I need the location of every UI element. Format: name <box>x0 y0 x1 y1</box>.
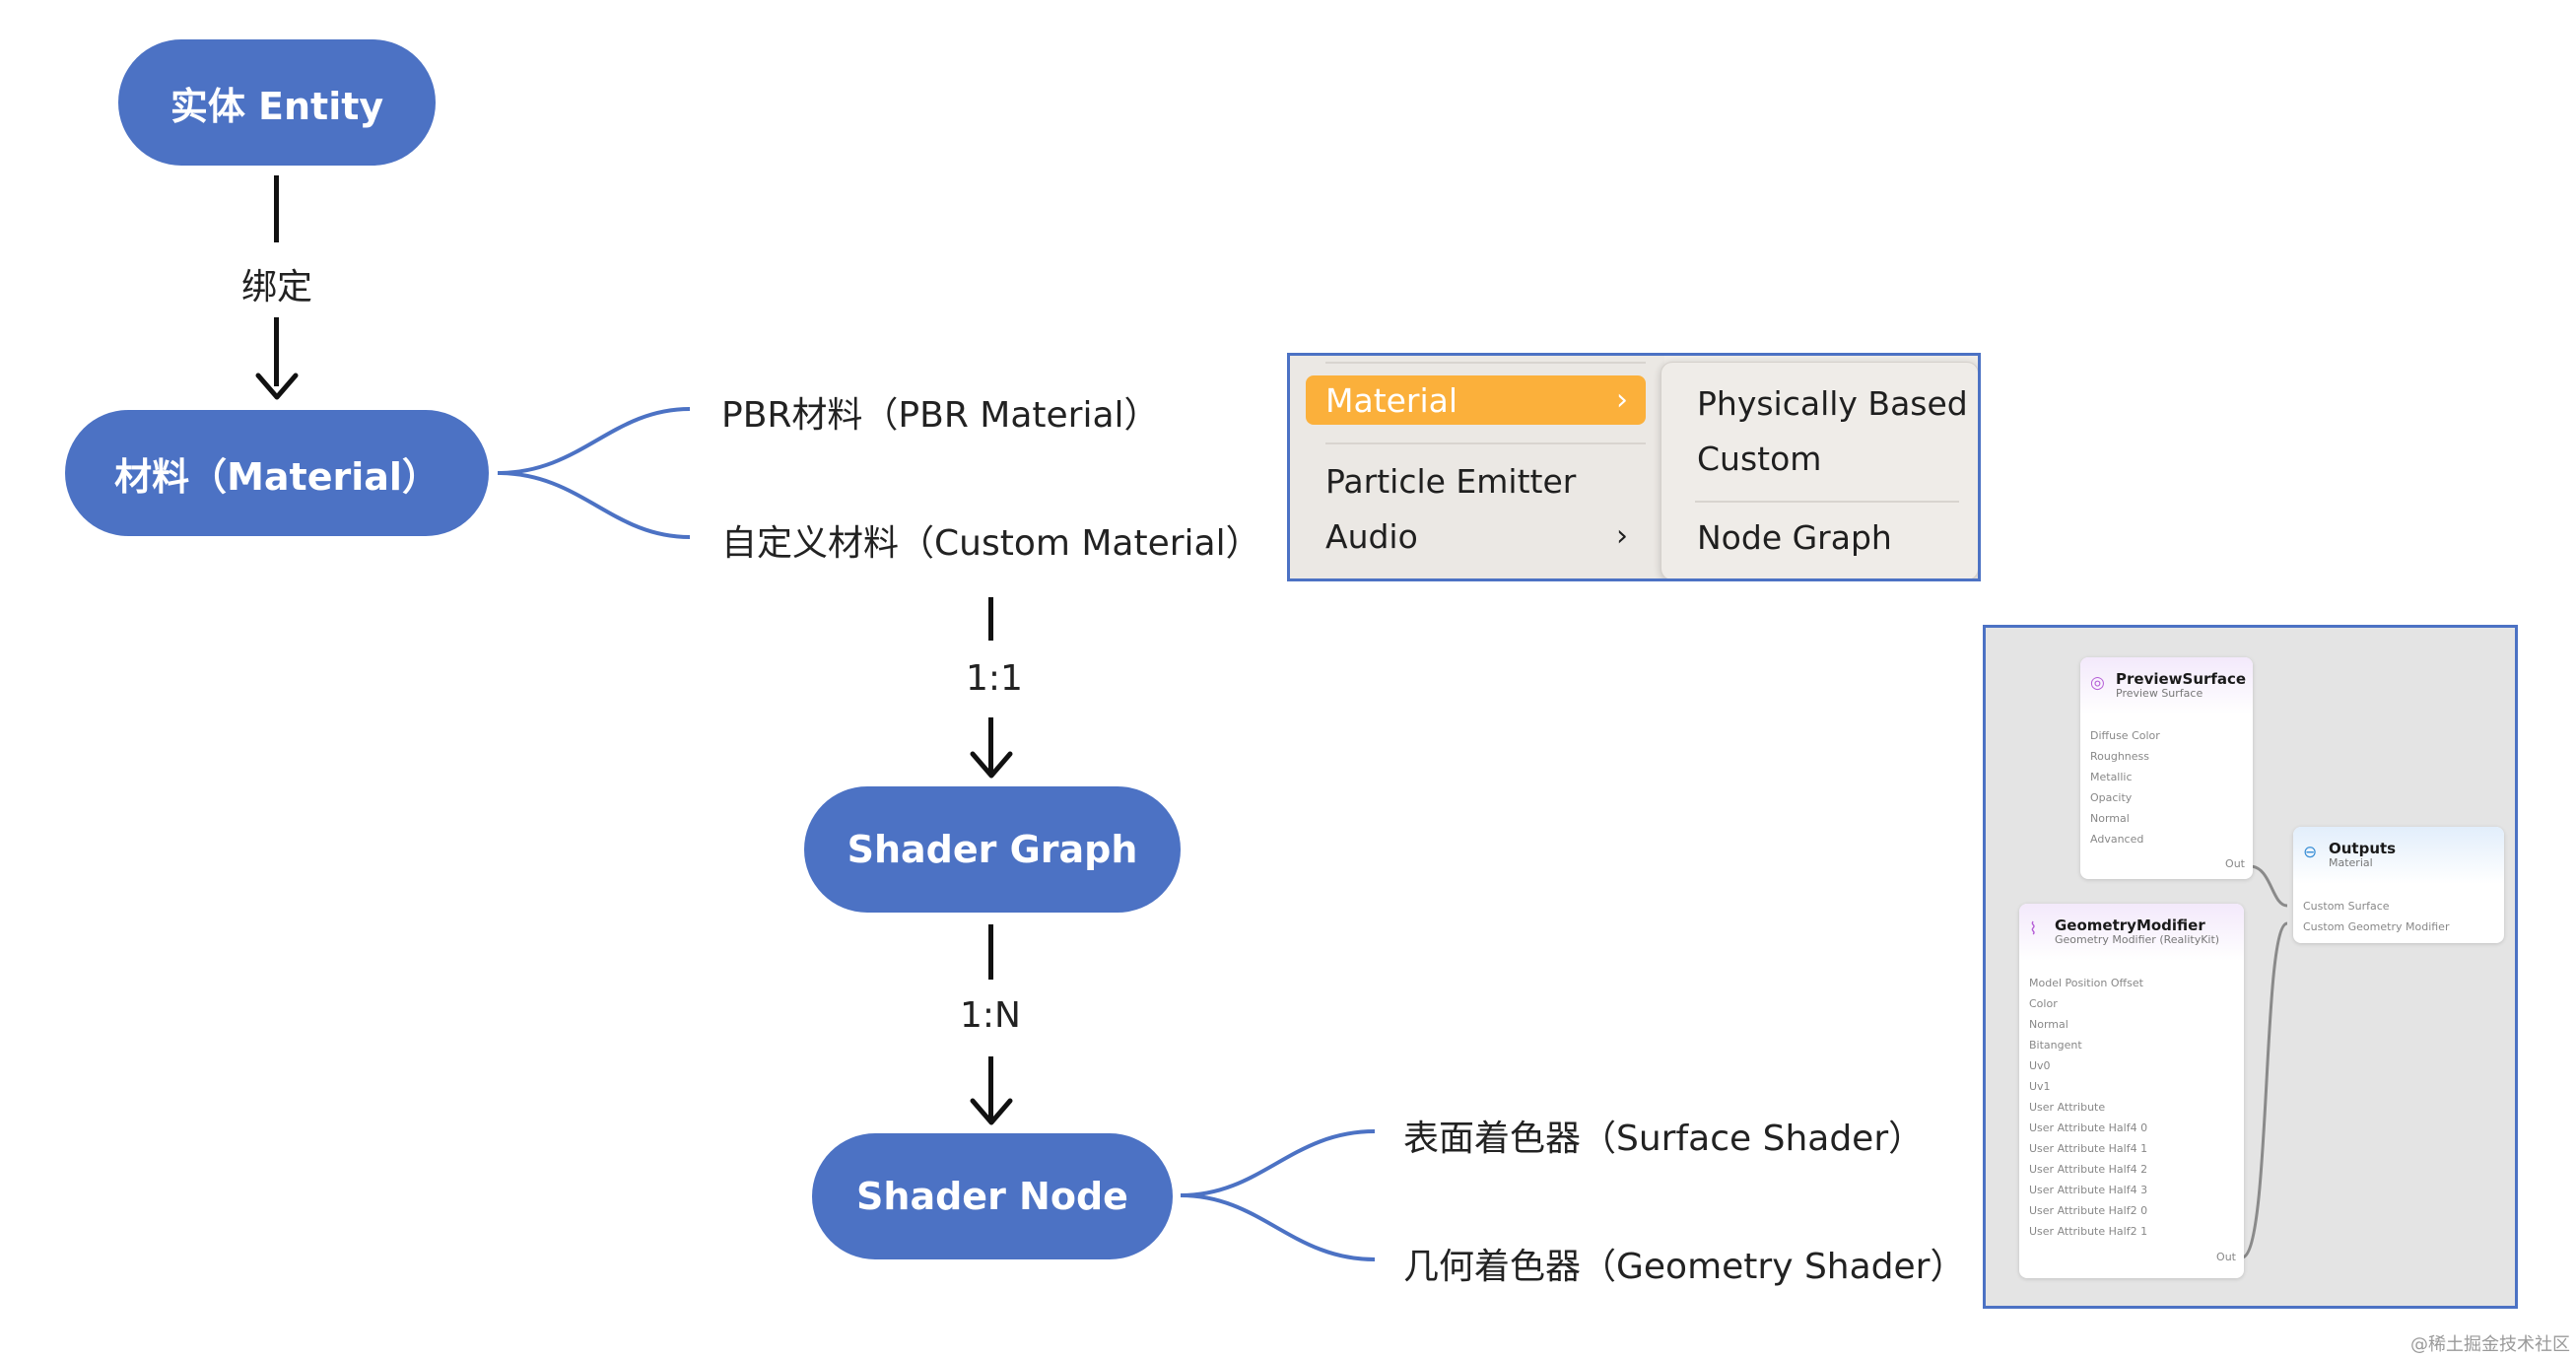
output-port[interactable]: Out <box>2216 1251 2236 1263</box>
node-subtitle: Geometry Modifier (RealityKit) <box>2055 933 2220 946</box>
edge-line <box>988 597 993 641</box>
edge-line <box>988 1056 993 1121</box>
input-port[interactable]: Opacity <box>2090 791 2133 804</box>
menu-item-label: Material <box>1325 380 1458 420</box>
edge-line <box>274 317 279 386</box>
menu-item-label: Audio <box>1325 516 1418 556</box>
connector-pbr <box>497 407 691 475</box>
outputs-node[interactable]: ⊖ Outputs Material Custom Surface Custom… <box>2293 827 2504 943</box>
node-header <box>2293 827 2504 884</box>
preview-surface-node[interactable]: ◎ PreviewSurface Preview Surface Diffuse… <box>2080 657 2253 879</box>
material-context-menu: Material › Particle Emitter Audio › Phys… <box>1287 353 1981 581</box>
watermark: @稀土掘金技术社区 <box>2410 1334 2570 1355</box>
menu-item-material[interactable]: Material › <box>1306 375 1646 425</box>
edge-line <box>988 924 993 980</box>
input-port[interactable]: User Attribute Half2 0 <box>2029 1204 2148 1217</box>
wire-preview-to-outputs <box>2249 864 2288 908</box>
node-title: PreviewSurface <box>2116 670 2247 688</box>
connector-surface <box>1180 1129 1376 1197</box>
input-port[interactable]: Color <box>2029 997 2058 1010</box>
material-submenu: Physically Based Custom Node Graph <box>1661 362 1978 578</box>
input-port[interactable]: Custom Geometry Modifier <box>2303 920 2450 933</box>
menu-main-panel: Material › Particle Emitter Audio › <box>1290 356 1664 578</box>
input-port[interactable]: Model Position Offset <box>2029 977 2143 989</box>
wire-geometry-to-outputs <box>2241 921 2288 1259</box>
menu-divider <box>1325 442 1646 444</box>
node-graph-panel: ◎ PreviewSurface Preview Surface Diffuse… <box>1983 625 2518 1309</box>
arrow-down-icon <box>970 1098 1013 1125</box>
arrow-down-icon <box>970 751 1013 779</box>
sphere-icon: ◎ <box>2090 673 2105 693</box>
chevron-right-icon: › <box>1616 518 1628 554</box>
input-port[interactable]: User Attribute <box>2029 1101 2106 1114</box>
geometry-modifier-node[interactable]: ⌇ GeometryModifier Geometry Modifier (Re… <box>2019 904 2244 1278</box>
node-header <box>2080 657 2253 714</box>
edge-label-bind: 绑定 <box>241 267 313 307</box>
edge-label-1-n: 1:N <box>960 995 1021 1036</box>
input-port[interactable]: Uv0 <box>2029 1059 2051 1072</box>
menu-divider <box>1695 501 1959 503</box>
input-port[interactable]: Bitangent <box>2029 1039 2082 1052</box>
input-port[interactable]: Custom Surface <box>2303 900 2390 913</box>
geometry-icon: ⌇ <box>2029 919 2038 939</box>
input-port[interactable]: User Attribute Half4 2 <box>2029 1163 2148 1176</box>
entity-node: 实体 Entity <box>118 39 436 166</box>
surface-shader-label: 表面着色器（Surface Shader） <box>1403 1119 1925 1159</box>
output-port[interactable]: Out <box>2225 857 2245 870</box>
graph-wires <box>2241 864 2288 1259</box>
menu-item-label: Particle Emitter <box>1325 461 1577 501</box>
menu-divider <box>1325 362 1646 364</box>
input-port[interactable]: Advanced <box>2090 833 2144 846</box>
chevron-right-icon: › <box>1616 382 1628 418</box>
custom-material-label: 自定义材料（Custom Material） <box>721 523 1261 564</box>
menu-item-particle-emitter[interactable]: Particle Emitter <box>1306 456 1646 506</box>
node-header <box>2019 904 2244 961</box>
input-port[interactable]: Metallic <box>2090 771 2133 783</box>
shader-graph-node: Shader Graph <box>804 786 1181 913</box>
node-title: GeometryModifier <box>2055 917 2205 934</box>
input-port[interactable]: Uv1 <box>2029 1080 2051 1093</box>
submenu-item-custom[interactable]: Custom <box>1697 440 1822 478</box>
input-port[interactable]: User Attribute Half4 0 <box>2029 1121 2148 1134</box>
input-port[interactable]: Normal <box>2029 1018 2068 1031</box>
output-icon: ⊖ <box>2303 843 2318 862</box>
input-port[interactable]: Normal <box>2090 812 2130 825</box>
input-port[interactable]: Roughness <box>2090 750 2150 763</box>
menu-item-audio[interactable]: Audio › <box>1306 511 1646 561</box>
edge-line <box>274 175 279 242</box>
connector-custom <box>497 471 691 539</box>
input-port[interactable]: User Attribute Half2 1 <box>2029 1225 2148 1238</box>
edge-label-1-1: 1:1 <box>966 658 1023 699</box>
input-port[interactable]: Diffuse Color <box>2090 729 2160 742</box>
node-subtitle: Material <box>2329 856 2373 869</box>
edge-line <box>988 717 993 773</box>
material-node: 材料（Material） <box>65 410 489 536</box>
arrow-down-icon <box>255 373 299 400</box>
submenu-item-node-graph[interactable]: Node Graph <box>1697 518 1892 557</box>
submenu-item-physically-based[interactable]: Physically Based <box>1697 384 1968 423</box>
pbr-material-label: PBR材料（PBR Material） <box>721 395 1160 436</box>
input-port[interactable]: User Attribute Half4 1 <box>2029 1142 2148 1155</box>
geometry-shader-label: 几何着色器（Geometry Shader） <box>1403 1247 1966 1287</box>
input-port[interactable]: User Attribute Half4 3 <box>2029 1184 2148 1196</box>
node-title: Outputs <box>2329 840 2397 857</box>
node-subtitle: Preview Surface <box>2116 687 2203 700</box>
connector-geometry <box>1180 1193 1376 1261</box>
shader-node-node: Shader Node <box>812 1133 1173 1259</box>
